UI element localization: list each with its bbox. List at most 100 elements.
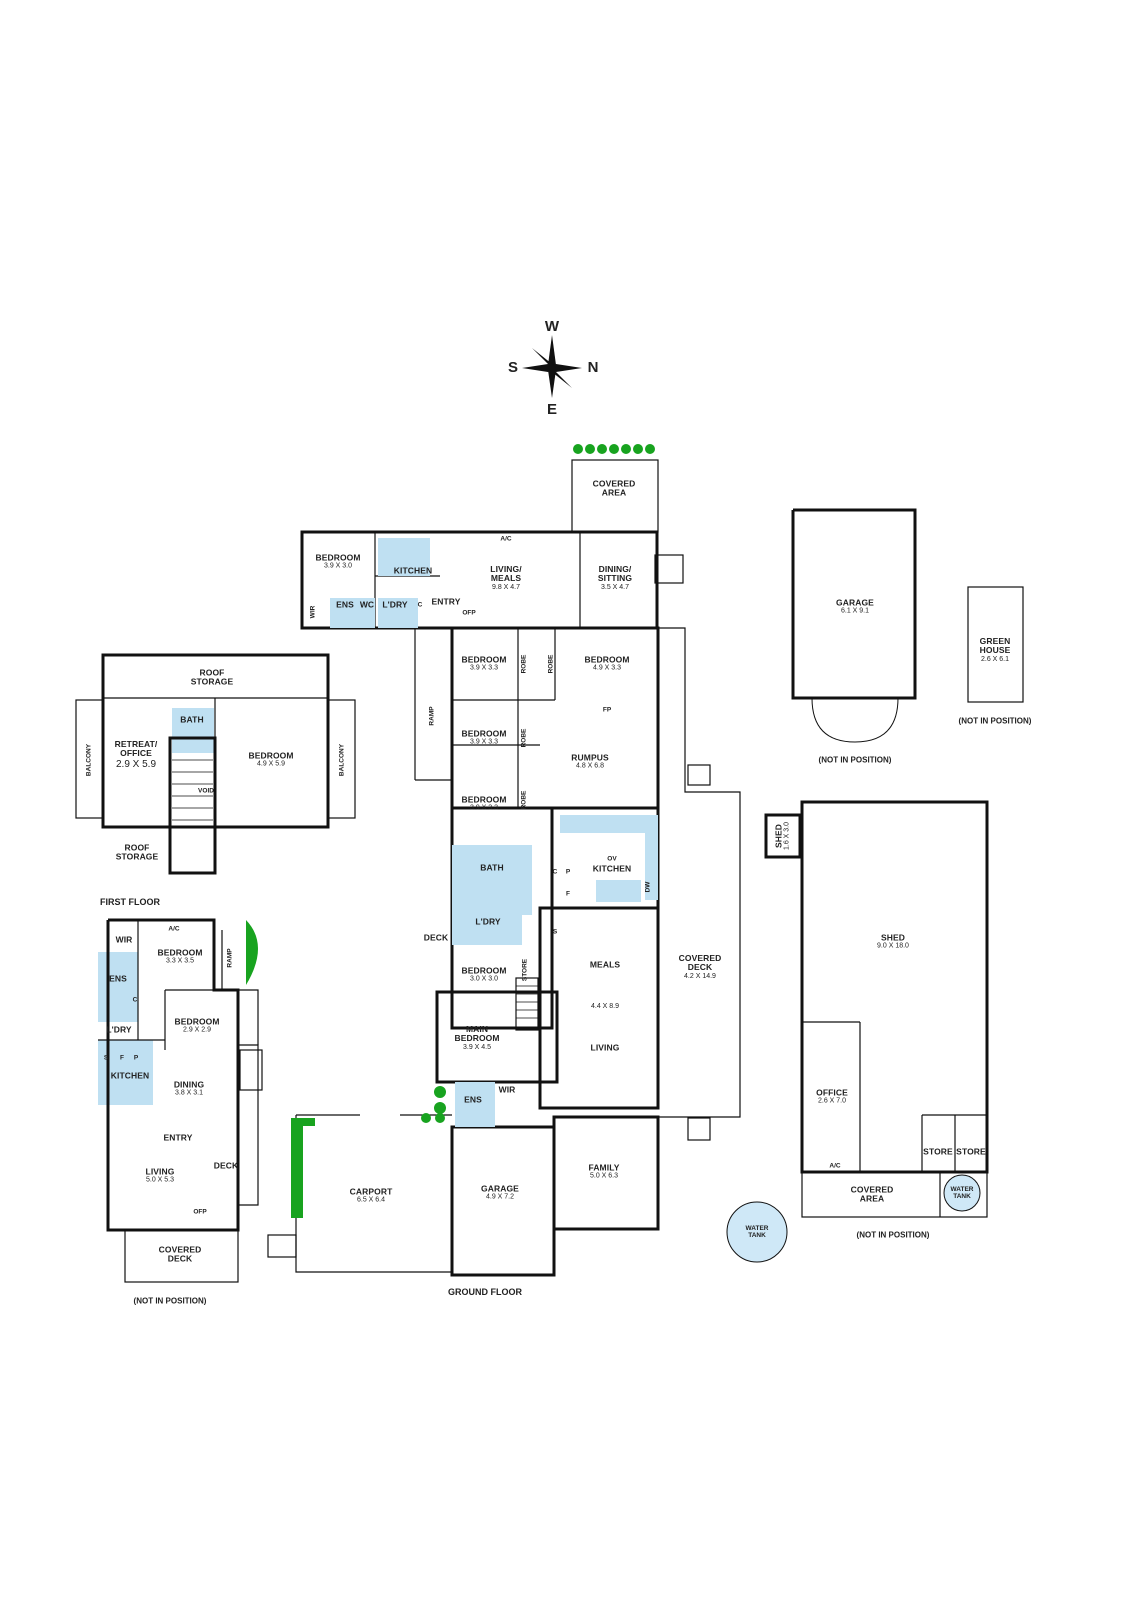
label-store-1: STORE <box>923 1146 953 1157</box>
label-meals: MEALS <box>589 959 621 970</box>
label-unit-ramp: RAMP <box>226 948 234 968</box>
label-covered-area-top: COVERED AREA <box>592 478 636 498</box>
label-s-k: S <box>552 928 558 936</box>
label-roof-storage-bottom: ROOF STORAGE <box>115 842 159 862</box>
label-ac-top: A/C <box>500 535 512 543</box>
label-unit-f: F <box>120 1054 124 1062</box>
label-void: VOID <box>198 787 214 795</box>
label-roof-storage-top: ROOF STORAGE <box>190 667 234 687</box>
water-tank-1 <box>726 1201 788 1263</box>
label-bath-first: BATH <box>180 714 204 725</box>
label-bath: BATH <box>480 862 504 873</box>
label-covered-area-shed: COVERED AREA <box>850 1184 894 1204</box>
label-unit-wir: WIR <box>115 934 133 945</box>
label-unit-entry: ENTRY <box>163 1132 193 1143</box>
compass-rose <box>522 335 582 398</box>
label-robe-1: ROBE <box>520 654 528 674</box>
label-balcony-left: BALCONY <box>85 743 93 777</box>
label-wc: WC <box>359 599 375 610</box>
label-living: LIVING <box>590 1042 620 1053</box>
wall-first-floor-stairs <box>168 736 217 875</box>
label-balcony-right: BALCONY <box>338 743 346 777</box>
compass-e: E <box>546 400 558 418</box>
label-unit-s: S <box>103 1054 109 1062</box>
label-c-k: C <box>552 868 558 876</box>
label-water-tank-2: WATER TANK <box>950 1185 974 1200</box>
label-unit-kitchen: KITCHEN <box>110 1070 150 1081</box>
label-ldry-nw: L'DRY <box>382 599 408 610</box>
label-ens: ENS <box>464 1094 482 1105</box>
wall-covered-area-top <box>571 459 659 533</box>
caption-not-in-position-greenhouse: (NOT IN POSITION) <box>958 716 1032 726</box>
label-robe-2: ROBE <box>547 654 555 674</box>
label-unit-ldry: L'DRY <box>106 1024 132 1035</box>
label-ov: OV <box>607 855 617 863</box>
label-water-tank-1: WATER TANK <box>745 1224 769 1239</box>
caption-not-in-position-unit: (NOT IN POSITION) <box>133 1296 207 1306</box>
label-deck: DECK <box>423 932 449 943</box>
label-wir-nw: WIR <box>309 605 317 619</box>
label-unit-deck: DECK <box>213 1160 239 1171</box>
label-store: STORE <box>521 958 529 982</box>
wall-garage <box>450 1125 556 1277</box>
label-robe-4: ROBE <box>520 790 528 810</box>
label-robe-3: ROBE <box>520 728 528 748</box>
wall-meals-living <box>538 906 660 1110</box>
label-ens-nw: ENS <box>336 599 354 610</box>
label-kitchen: KITCHEN <box>592 863 632 874</box>
label-store-2: STORE <box>956 1146 986 1157</box>
hedge-group <box>291 444 655 1218</box>
label-unit-ens: ENS <box>109 973 127 984</box>
label-p-k: P <box>565 868 571 876</box>
label-unit-c: C <box>132 996 138 1004</box>
compass-s: S <box>507 358 519 376</box>
label-kitchen-nw: KITCHEN <box>393 565 433 576</box>
compass-w: W <box>544 317 560 335</box>
wall-main-bedroom <box>435 990 559 1084</box>
label-dw: DW <box>644 881 652 893</box>
label-ofp-top: OFP <box>462 609 476 617</box>
label-f-k: F <box>566 890 570 898</box>
label-ramp: RAMP <box>428 706 436 726</box>
label-ldry: L'DRY <box>475 916 501 927</box>
label-unit-covered-deck: COVERED DECK <box>158 1244 202 1264</box>
caption-ground-floor: GROUND FLOOR <box>448 1287 522 1298</box>
caption-first-floor: FIRST FLOOR <box>100 897 160 908</box>
label-unit-ofp: OFP <box>193 1208 207 1216</box>
caption-not-in-position-shed: (NOT IN POSITION) <box>856 1230 930 1240</box>
label-wir: WIR <box>498 1084 516 1095</box>
caption-not-in-position-garage: (NOT IN POSITION) <box>818 755 892 765</box>
label-fp: FP <box>602 706 612 714</box>
label-entry-nw: ENTRY <box>431 596 461 607</box>
label-shed-ac: A/C <box>829 1162 841 1170</box>
water-tank-2 <box>943 1174 981 1212</box>
label-meals-living-dims: 4.4 X 8.9 <box>590 1003 620 1011</box>
